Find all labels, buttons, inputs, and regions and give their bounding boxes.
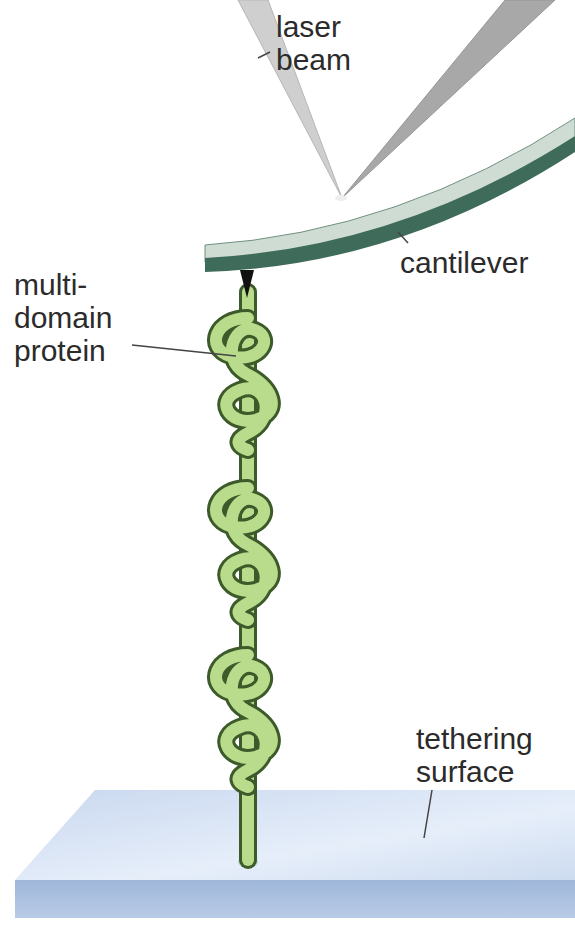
part-label: multi-domain protein <box>14 268 126 367</box>
laser-spot <box>335 195 347 201</box>
surface-top <box>15 790 575 880</box>
protein-domain <box>216 655 272 787</box>
surface-front <box>15 880 575 918</box>
cantilever-tip <box>240 270 254 298</box>
leader-line <box>398 232 408 243</box>
leader-line <box>258 52 270 58</box>
leader-line <box>424 790 432 838</box>
leader-line <box>132 345 236 356</box>
protein-domain <box>216 488 272 620</box>
part-label: cantilever <box>400 246 570 279</box>
part-label: laser beam <box>276 10 396 76</box>
part-label: tethering surface <box>416 722 566 788</box>
protein-domain <box>216 318 272 450</box>
